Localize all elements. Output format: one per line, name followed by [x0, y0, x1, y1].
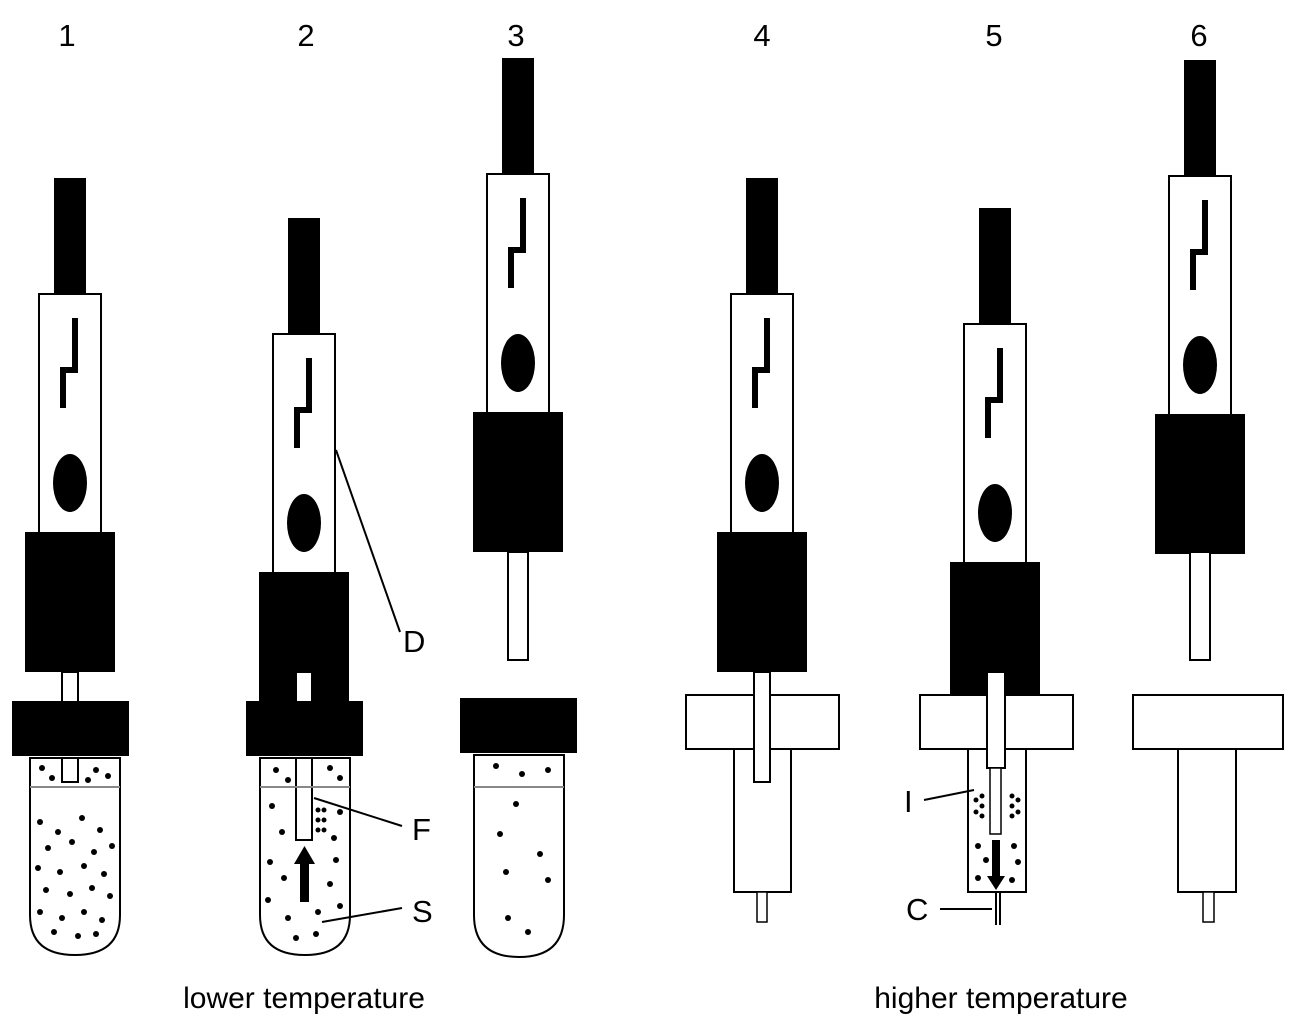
label-i: I	[904, 784, 913, 819]
panel-number-5: 5	[985, 18, 1002, 53]
label-f: F	[412, 812, 431, 847]
panel-6-device	[1132, 60, 1284, 923]
panel-number-6: 6	[1190, 18, 1207, 53]
caption-higher-temperature: higher temperature	[874, 982, 1127, 1015]
leader-line-s	[321, 907, 403, 923]
panel-number-2: 2	[297, 18, 314, 53]
panel-3-device	[460, 58, 577, 959]
label-d: D	[403, 624, 425, 659]
leader-line-d	[335, 449, 401, 633]
panel-number-1: 1	[58, 18, 75, 53]
panel-2-device	[246, 218, 363, 957]
panel-4-device	[685, 178, 840, 923]
panel-5-device	[919, 208, 1074, 925]
leader-line-i	[923, 789, 975, 801]
leader-line-f	[313, 797, 403, 827]
caption-lower-temperature: lower temperature	[183, 982, 425, 1015]
label-c: C	[906, 892, 928, 927]
panel-number-4: 4	[753, 18, 770, 53]
panel-1-device	[12, 178, 129, 957]
label-s: S	[412, 894, 433, 929]
panel-number-3: 3	[507, 18, 524, 53]
